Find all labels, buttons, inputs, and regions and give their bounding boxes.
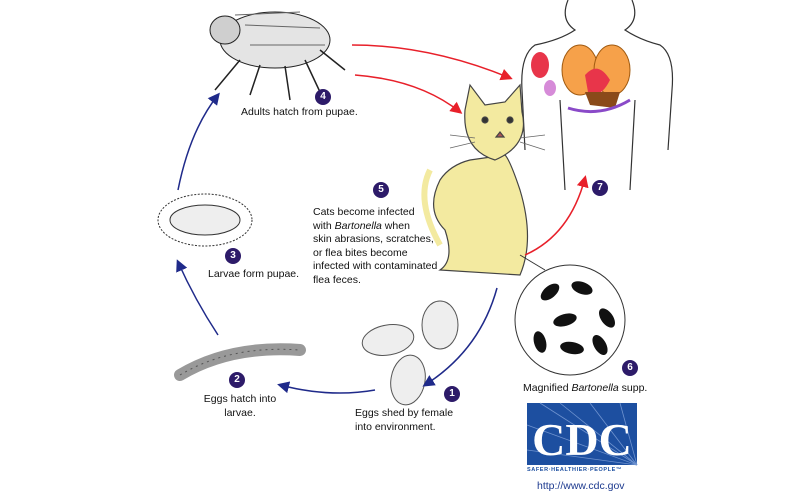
step-3-caption: Larvae form pupae.: [208, 268, 299, 282]
step-4-caption: Adults hatch from pupae.: [241, 106, 358, 120]
caption-line: Cats become infected: [313, 206, 415, 218]
step-badge-6: 6: [622, 360, 638, 376]
cycle-arrow-cat-to-eggs: [422, 287, 498, 387]
infection-arrow-cat-to-human: [524, 175, 589, 256]
step-badge-1: 1: [444, 386, 460, 402]
caption-line: Adults hatch from pupae.: [241, 106, 358, 118]
caption-line: skin abrasions, scratches,: [313, 233, 434, 245]
cat-icon: [421, 83, 546, 276]
cdc-logo-text: CDC: [532, 414, 632, 465]
step-badge-3: 3: [225, 248, 241, 264]
caption-word: Magnified: [523, 382, 572, 394]
step-2-caption: Eggs hatch into larvae.: [190, 393, 290, 420]
human-organs-icon: [521, 0, 674, 191]
caption-word: with: [313, 219, 332, 232]
infection-arrow-flea-to-human: [351, 44, 513, 81]
pupa-icon: [157, 193, 253, 247]
caption-word: supp.: [618, 382, 648, 394]
caption-line: flea feces.: [313, 273, 361, 286]
cdc-url-link[interactable]: http://www.cdc.gov: [537, 480, 625, 492]
cycle-arrow-pupae-to-adults: [177, 92, 220, 191]
cycle-arrow-eggs-to-larvae: [277, 381, 376, 394]
caption-line: larvae.: [224, 406, 256, 419]
step-badge-2: 2: [229, 372, 245, 388]
step-6-caption: Magnified Bartonella supp.: [523, 382, 647, 396]
larva-icon: [174, 343, 306, 381]
caption-line: Larvae form pupae.: [208, 268, 300, 280]
caption-line: Eggs hatch into: [203, 393, 277, 405]
caption-line: into environment.: [355, 420, 436, 433]
caption-word: when: [381, 219, 410, 232]
eggs-icon: [361, 300, 459, 406]
caption-line: with Bartonella when: [313, 220, 437, 234]
step-badge-7: 7: [592, 180, 608, 196]
step-badge-4: 4: [315, 89, 331, 105]
infection-arrow-flea-to-cat: [354, 74, 463, 114]
cdc-tagline: SAFER·HEALTHIER·PEOPLE™: [527, 467, 622, 473]
caption-line: or flea bites become: [313, 246, 408, 259]
bartonella-italic: Bartonella: [571, 382, 619, 394]
bacteria-magnified-icon: [514, 254, 626, 376]
flea-icon: [209, 11, 346, 101]
step-5-caption: Cats become infected with Bartonella whe…: [313, 206, 437, 287]
cycle-arrow-larvae-to-pupae: [176, 259, 219, 336]
caption-line: infected with contaminated: [313, 260, 438, 272]
cdc-logo: CDC: [526, 402, 638, 466]
bartonella-italic: Bartonella: [334, 219, 382, 232]
caption-line: Eggs shed by female: [355, 407, 454, 419]
step-badge-5: 5: [373, 182, 389, 198]
step-1-caption: Eggs shed by female into environment.: [355, 407, 453, 434]
